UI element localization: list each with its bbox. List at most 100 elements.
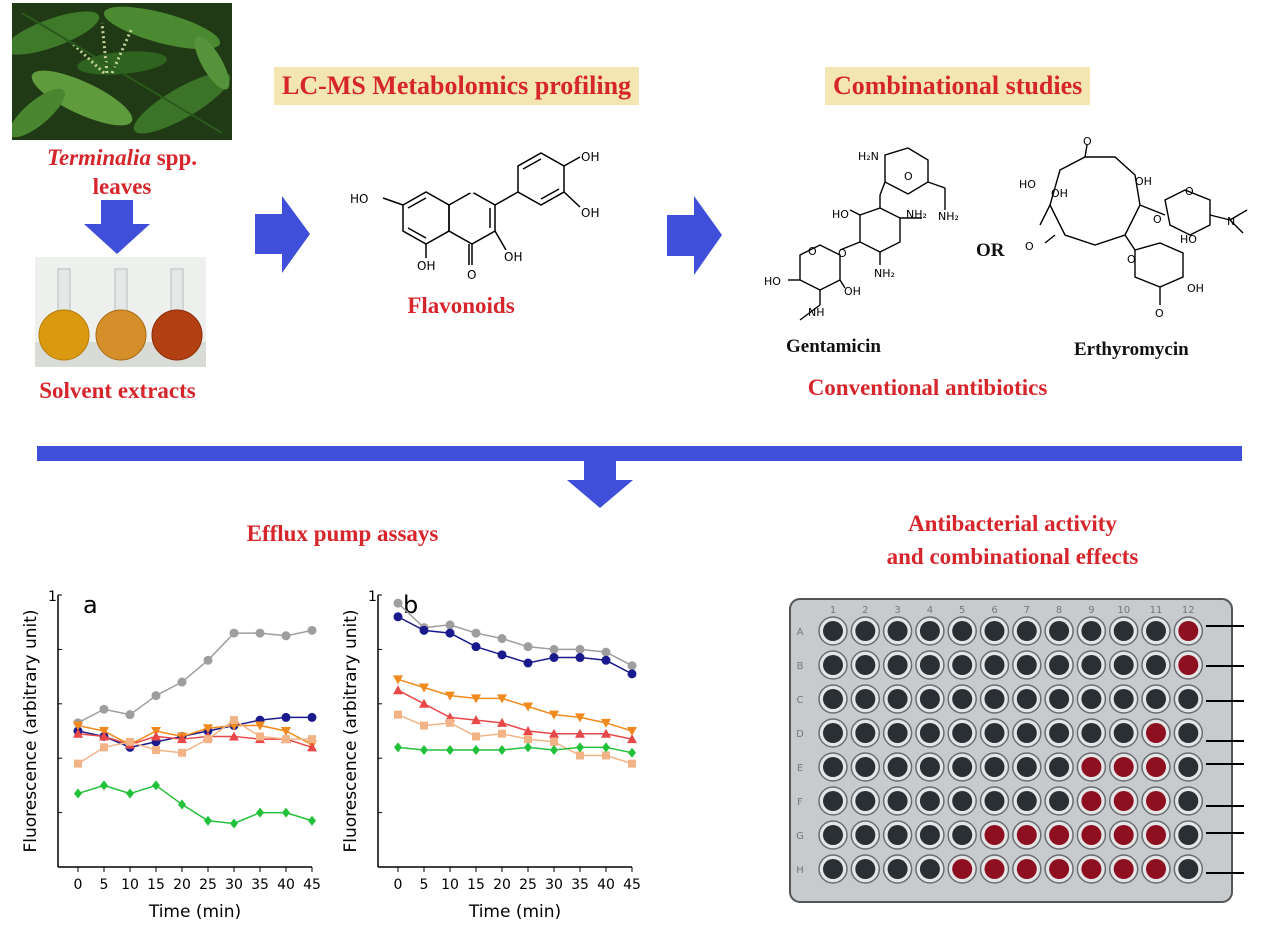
data-point <box>230 716 238 725</box>
data-point <box>151 691 161 701</box>
well-clear <box>984 655 1005 675</box>
well-clear <box>1178 757 1199 777</box>
data-point <box>307 625 317 635</box>
antibacterial-line1: Antibacterial activity <box>908 511 1117 536</box>
data-point <box>627 661 637 671</box>
well-clear <box>919 621 940 641</box>
data-point <box>576 751 584 760</box>
well-red <box>1113 791 1134 811</box>
data-point <box>472 745 480 756</box>
well-clear <box>1081 621 1102 641</box>
data-point <box>125 710 135 720</box>
plate-body <box>789 598 1233 903</box>
series-line <box>77 629 313 724</box>
erythromycin-atom: OH <box>1135 175 1152 188</box>
gentamicin-atom: O <box>838 247 847 260</box>
series-line <box>77 716 312 749</box>
well-red <box>1146 723 1166 743</box>
x-tick-label: 25 <box>199 877 217 893</box>
series-line <box>77 724 313 746</box>
x-tick-label: 5 <box>420 877 429 893</box>
well-clear <box>919 655 940 675</box>
data-point <box>523 726 533 735</box>
gentamicin-structure: H₂N O NH₂ HO NH₂ NH₂ O HO OH NH O <box>764 147 959 321</box>
erythromycin-atom: O <box>1025 240 1034 253</box>
data-point <box>73 721 83 731</box>
well-clear <box>952 825 973 845</box>
data-point <box>308 735 316 744</box>
data-point <box>393 675 403 685</box>
x-tick-label: 0 <box>74 877 83 893</box>
data-point <box>549 710 559 720</box>
column-label: 3 <box>894 605 900 616</box>
well-clear <box>1081 723 1102 743</box>
data-point <box>203 724 213 734</box>
data-point <box>204 815 212 826</box>
well-red <box>1146 757 1166 777</box>
data-point <box>230 818 238 829</box>
well-clear <box>1049 723 1070 743</box>
data-point <box>229 628 239 638</box>
data-point <box>282 807 290 818</box>
well-clear <box>952 655 973 675</box>
well-clear <box>1081 689 1102 709</box>
flavonoids-label: Flavonoids <box>407 293 515 318</box>
series-line <box>77 784 313 825</box>
data-point <box>99 704 109 714</box>
x-tick-label: 5 <box>100 877 109 893</box>
erythromycin-atom: OH <box>1187 282 1204 295</box>
data-point <box>575 728 585 738</box>
data-point <box>524 742 532 753</box>
well-clear <box>1049 655 1070 675</box>
data-point <box>602 742 610 753</box>
data-point <box>628 747 636 758</box>
well-clear <box>823 723 843 743</box>
data-point <box>575 644 585 654</box>
well-clear <box>855 723 876 743</box>
data-point <box>446 745 454 756</box>
well-clear <box>1146 655 1166 675</box>
data-point <box>393 598 403 608</box>
well-red <box>1049 859 1070 879</box>
flavonoid-atom: OH <box>581 150 599 164</box>
plant-caption: Terminalia spp. leaves <box>12 143 232 201</box>
data-point <box>74 759 82 768</box>
x-tick-label: 25 <box>519 877 537 893</box>
well-clear <box>1049 689 1070 709</box>
row-label: G <box>796 831 804 842</box>
well-clear <box>823 757 843 777</box>
well-clear <box>1081 655 1102 675</box>
x-tick-label: 20 <box>173 877 191 893</box>
gentamicin-atom: NH₂ <box>874 267 895 280</box>
well-clear <box>1049 621 1070 641</box>
well-clear <box>887 621 908 641</box>
well-clear <box>984 757 1005 777</box>
gentamicin-atom: O <box>904 170 913 183</box>
series-line <box>397 602 633 667</box>
well-clear <box>855 825 876 845</box>
right-arrow-icon <box>667 196 722 275</box>
x-axis-label: Time (min) <box>148 902 241 922</box>
plant-spp: spp. <box>150 145 197 170</box>
erythromycin-atom: HO <box>1019 178 1036 191</box>
well-clear <box>952 689 973 709</box>
series-line <box>77 732 313 749</box>
well-clear <box>1178 689 1199 709</box>
data-point <box>256 732 264 741</box>
well-clear <box>1113 655 1134 675</box>
well-clear <box>1146 621 1166 641</box>
column-label: 2 <box>862 605 868 616</box>
x-tick-label: 0 <box>394 877 403 893</box>
well-red <box>1113 825 1134 845</box>
combinational-banner: Combinational studies <box>825 67 1091 105</box>
data-point <box>627 734 637 744</box>
plant-leaves: leaves <box>92 174 152 199</box>
well-clear <box>855 689 876 709</box>
well-clear <box>1016 723 1037 743</box>
data-point <box>393 612 403 622</box>
well-red <box>1178 621 1199 641</box>
x-tick-label: 40 <box>597 877 615 893</box>
data-point <box>419 683 429 693</box>
